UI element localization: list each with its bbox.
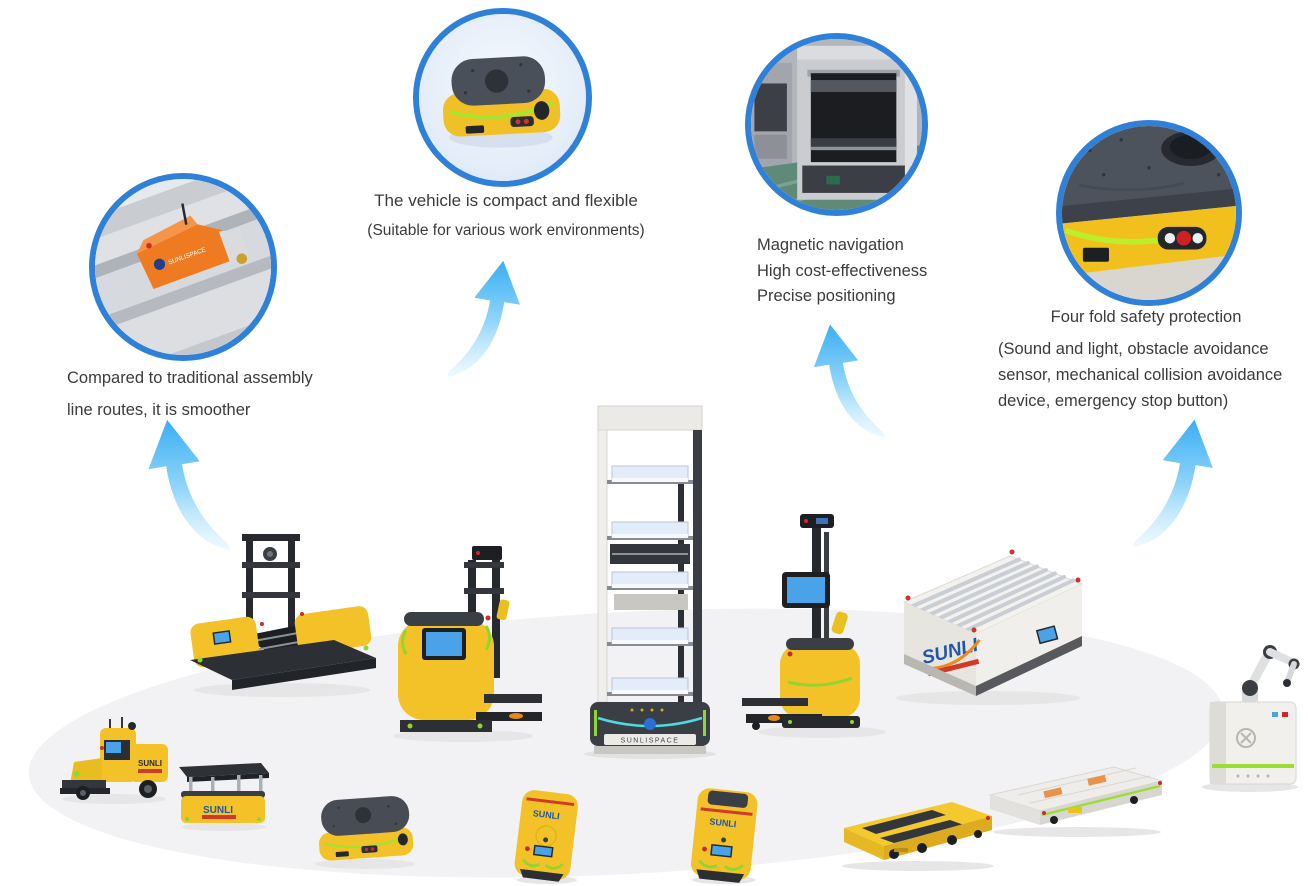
- up-arrow-icon: [447, 260, 521, 377]
- feature1-up-arrow: [112, 410, 250, 558]
- up-arrow-icon: [1132, 419, 1213, 548]
- feature2-caption: The vehicle is compact and flexible (Sui…: [356, 190, 656, 241]
- rack-tower-illustration: SUNLISPACE: [584, 405, 716, 759]
- tow-tractor-illustration: SUNLI: [60, 717, 168, 804]
- bus2-brand-label: SUNLI: [709, 816, 737, 829]
- machine-interior-scene: [751, 39, 922, 210]
- pallet-truck-illustration: [742, 514, 886, 738]
- up-arrow-icon: [813, 324, 885, 438]
- feature3-caption: Magnetic navigation High cost-effectiven…: [757, 233, 927, 310]
- compact-agv-illustration: [315, 796, 415, 869]
- compact-agv: [306, 784, 424, 870]
- feature-text-line: Compared to traditional assembly: [67, 369, 313, 387]
- mobile-manipulator-illustration: [1202, 645, 1300, 792]
- low-profile-agv-illustration: [988, 766, 1164, 837]
- flat-pallet-agv: [836, 788, 1000, 872]
- mobile-manipulator-agv: [1190, 636, 1308, 794]
- feature-text-line: sensor, mechanical collision avoidance: [998, 366, 1283, 384]
- bus-agv-2: SUNLI: [682, 786, 766, 886]
- up-arrow-icon: [148, 419, 231, 551]
- tabletop-brand-label: SUNLI: [203, 805, 233, 816]
- feature-text-line: (Sound and light, obstacle avoidance: [998, 340, 1269, 358]
- feature2-up-arrow: [424, 252, 558, 384]
- machine-interior-photo: [745, 33, 928, 216]
- feature4-up-arrow: [1110, 410, 1252, 555]
- bus1-brand-label: SUNLI: [532, 808, 560, 821]
- feature1-caption: Compared to traditional assembly line ro…: [67, 362, 313, 426]
- feature-text-line: device, emergency stop button): [998, 392, 1229, 410]
- feature-text-line: High cost-effectiveness: [757, 261, 928, 280]
- table-top-agv: SUNLI: [175, 753, 273, 833]
- feature-text-line: line routes, it is smoother: [67, 401, 251, 419]
- bus-agv-illustration: SUNLI: [514, 790, 578, 884]
- shuttle-fork-agv-illustration: [190, 534, 376, 697]
- tractor-brand-label: SUNLI: [138, 759, 162, 768]
- shuttle-fork-agv: [184, 528, 382, 700]
- tower-brand-label: SUNLISPACE: [621, 738, 680, 745]
- stacker-forklift-agv: [380, 544, 546, 744]
- tow-tractor-agv: SUNLI: [56, 710, 178, 806]
- feature-title: Four fold safety protection: [1050, 308, 1242, 326]
- roller-conveyor-agv: SUNLI: [888, 538, 1088, 710]
- feature-text-line: Precise positioning: [757, 287, 896, 305]
- feature3-up-arrow: [783, 316, 901, 444]
- compact-agv-scene: [419, 14, 586, 181]
- compact-agv-photo: [413, 8, 592, 187]
- low-profile-agv: [984, 751, 1170, 839]
- bus-agv-illustration: SUNLI: [690, 788, 758, 884]
- roller-conveyor-illustration: SUNLI: [896, 549, 1084, 705]
- rack-tower-agv: SUNLISPACE: [574, 404, 726, 760]
- flat-pallet-agv-illustration: [842, 802, 994, 871]
- feature-title: The vehicle is compact and flexible: [374, 191, 638, 210]
- feature4-caption: Four fold safety protection (Sound and l…: [998, 306, 1294, 414]
- feature-subtitle: (Suitable for various work environments): [367, 222, 645, 239]
- rail-shuttle-photo: SUNLISPACE: [89, 173, 277, 361]
- safety-closeup-scene: [1062, 126, 1236, 300]
- stacker-forklift-illustration: [393, 546, 542, 742]
- table-top-agv-illustration: SUNLI: [179, 763, 269, 831]
- feature-text-line: Magnetic navigation: [757, 236, 904, 254]
- safety-closeup-photo: [1056, 120, 1242, 306]
- bus-agv-1: SUNLI: [508, 788, 586, 886]
- pallet-truck-agv: [742, 512, 894, 742]
- rail-shuttle-scene: SUNLISPACE: [95, 179, 271, 355]
